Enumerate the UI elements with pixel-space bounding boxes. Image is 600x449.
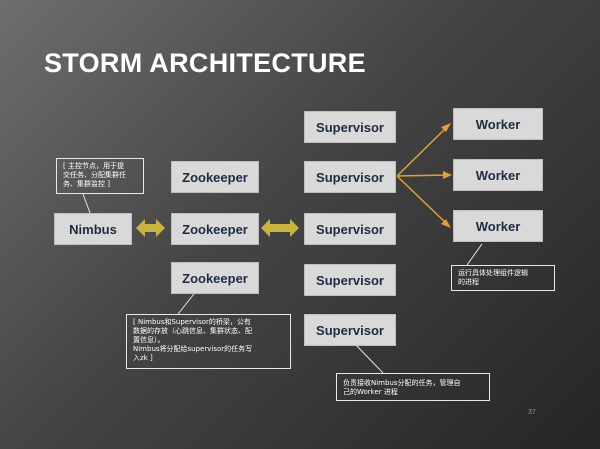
arrowhead-3	[441, 219, 451, 228]
supervisor-box-4: Supervisor	[304, 264, 396, 296]
zookeeper-note-line: [ Nimbus和Supervisor的桥梁，公有	[133, 318, 251, 326]
supervisor-box-1: Supervisor	[304, 111, 396, 143]
nimbus-box: Nimbus	[54, 213, 132, 245]
supervisor-box-5: Supervisor	[304, 314, 396, 346]
nimbus-note-line: 务、集群监控 ]	[63, 180, 110, 188]
zookeeper-note-line: Nimbus将分配给supervisor的任务写	[133, 345, 253, 353]
supervisor-worker-connector-2	[396, 174, 448, 177]
worker-note-line: 的进程	[458, 278, 479, 286]
nimbus-zookeeper-double-arrow	[136, 219, 165, 237]
zookeeper-box-2: Zookeeper	[171, 213, 259, 245]
zookeeper-supervisor-double-arrow	[261, 219, 299, 237]
worker-box-1: Worker	[453, 108, 543, 140]
slide-title: STORM ARCHITECTURE	[44, 48, 366, 78]
worker-box-3: Worker	[453, 210, 543, 242]
zookeeper-note-line: 数据的存放（心跳信息、集群状态、配	[133, 327, 252, 335]
supervisor-note-line: 负责接收Nimbus分配的任务，管理自	[343, 379, 461, 387]
page-number: 37	[528, 409, 536, 416]
nimbus-note-line: [ 主控节点，用于提	[63, 162, 124, 170]
supervisor-note-line: 己的Worker 进程	[343, 388, 398, 396]
nimbus-note-line: 交任务、分配集群任	[63, 171, 126, 179]
zookeeper-note: [ Nimbus和Supervisor的桥梁，公有 数据的存放（心跳信息、集群状…	[126, 314, 291, 369]
arrowhead-2	[443, 171, 452, 179]
supervisor-box-2: Supervisor	[304, 161, 396, 193]
zookeeper-note-line: 置信息）。	[133, 336, 165, 344]
nimbus-note: [ 主控节点，用于提 交任务、分配集群任 务、集群监控 ]	[56, 158, 144, 194]
supervisor-box-3: Supervisor	[304, 213, 396, 245]
supervisor-worker-connector-3	[396, 175, 448, 225]
supervisor-worker-connector-1	[396, 126, 448, 177]
zookeeper-note-line: 入zk ]	[133, 354, 153, 362]
nimbus-note-pointer	[82, 193, 91, 214]
supervisor-note-pointer	[354, 343, 384, 374]
worker-note-pointer	[466, 243, 483, 266]
zookeeper-box-3: Zookeeper	[171, 262, 259, 294]
worker-box-2: Worker	[453, 159, 543, 191]
zookeeper-box-1: Zookeeper	[171, 161, 259, 193]
arrowhead-1	[441, 123, 451, 132]
worker-note-line: 运行具体处理组件逻辑	[458, 269, 528, 277]
worker-note: 运行具体处理组件逻辑 的进程	[451, 265, 555, 291]
supervisor-note: 负责接收Nimbus分配的任务，管理自 己的Worker 进程	[336, 373, 490, 401]
